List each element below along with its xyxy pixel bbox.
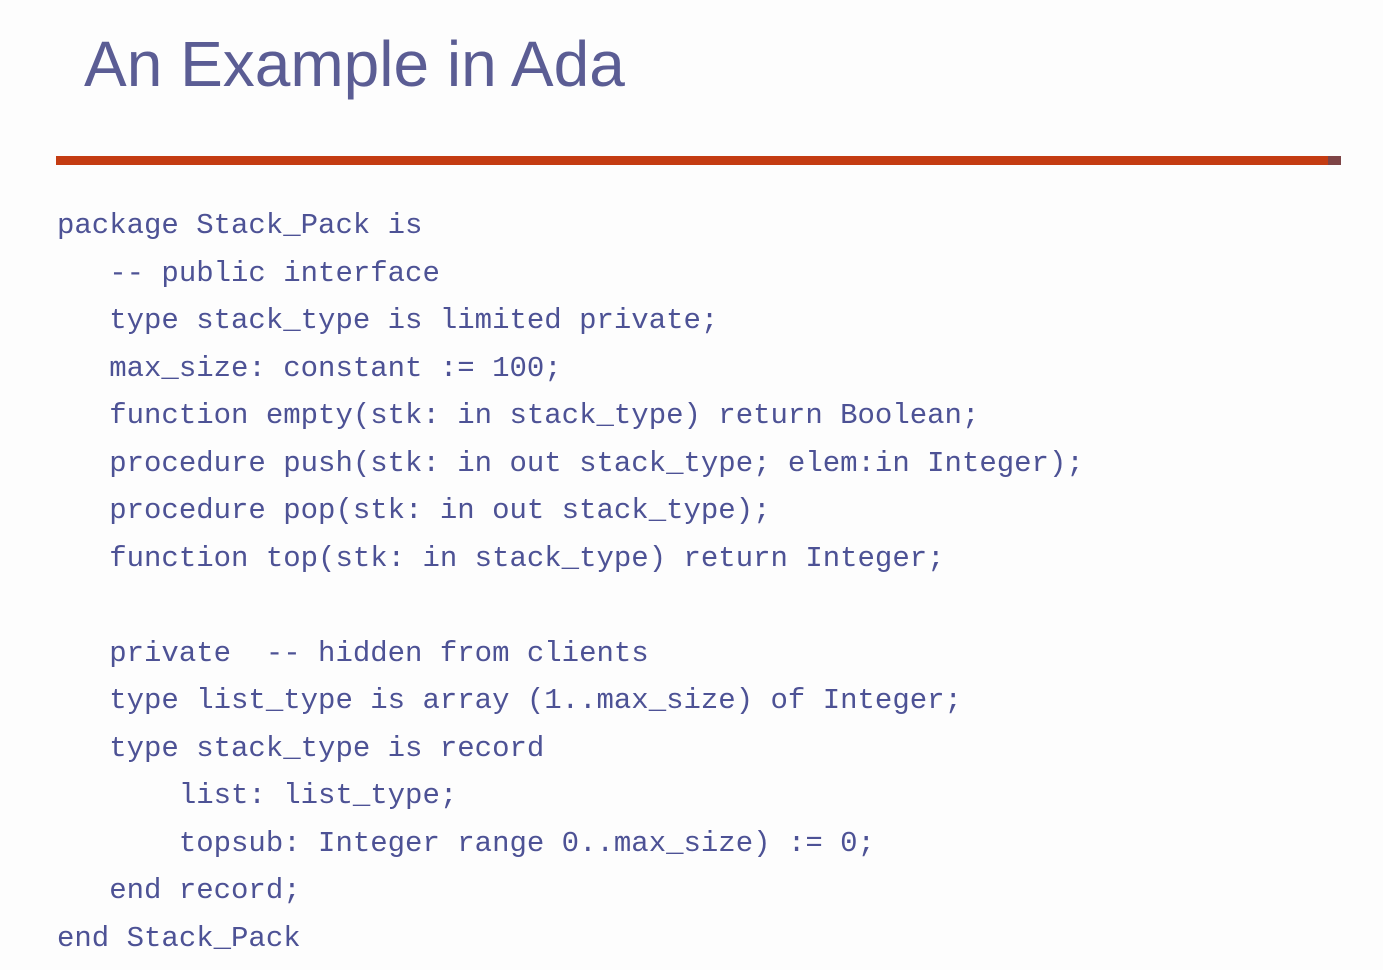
code-line: function top(stk: in stack_type) return … [57,541,945,575]
code-line: procedure pop(stk: in out stack_type); [57,494,771,527]
code-line: end Stack_Pack [57,921,301,955]
slide-title: An Example in Ada [84,28,625,100]
code-line: -- public interface [57,256,440,290]
code-line [57,582,1084,630]
code-line: max_size: constant := 100; [57,351,562,385]
code-line: type list_type is array (1..max_size) of… [57,684,962,717]
code-line: type stack_type is record [57,731,545,765]
code-line: private -- hidden from clients [57,636,649,670]
code-line: end record; [57,874,301,907]
code-line: topsub: Integer range 0..max_size) := 0; [57,826,875,860]
code-line: function empty(stk: in stack_type) retur… [57,399,980,432]
accent-divider [56,156,1341,165]
code-line: type stack_type is limited private; [57,304,719,337]
ada-code-block: package Stack_Pack is -- public interfac… [57,202,1084,962]
code-line: procedure push(stk: in out stack_type; e… [57,446,1084,480]
code-line: list: list_type; [57,779,458,812]
code-line: package Stack_Pack is [57,209,423,242]
